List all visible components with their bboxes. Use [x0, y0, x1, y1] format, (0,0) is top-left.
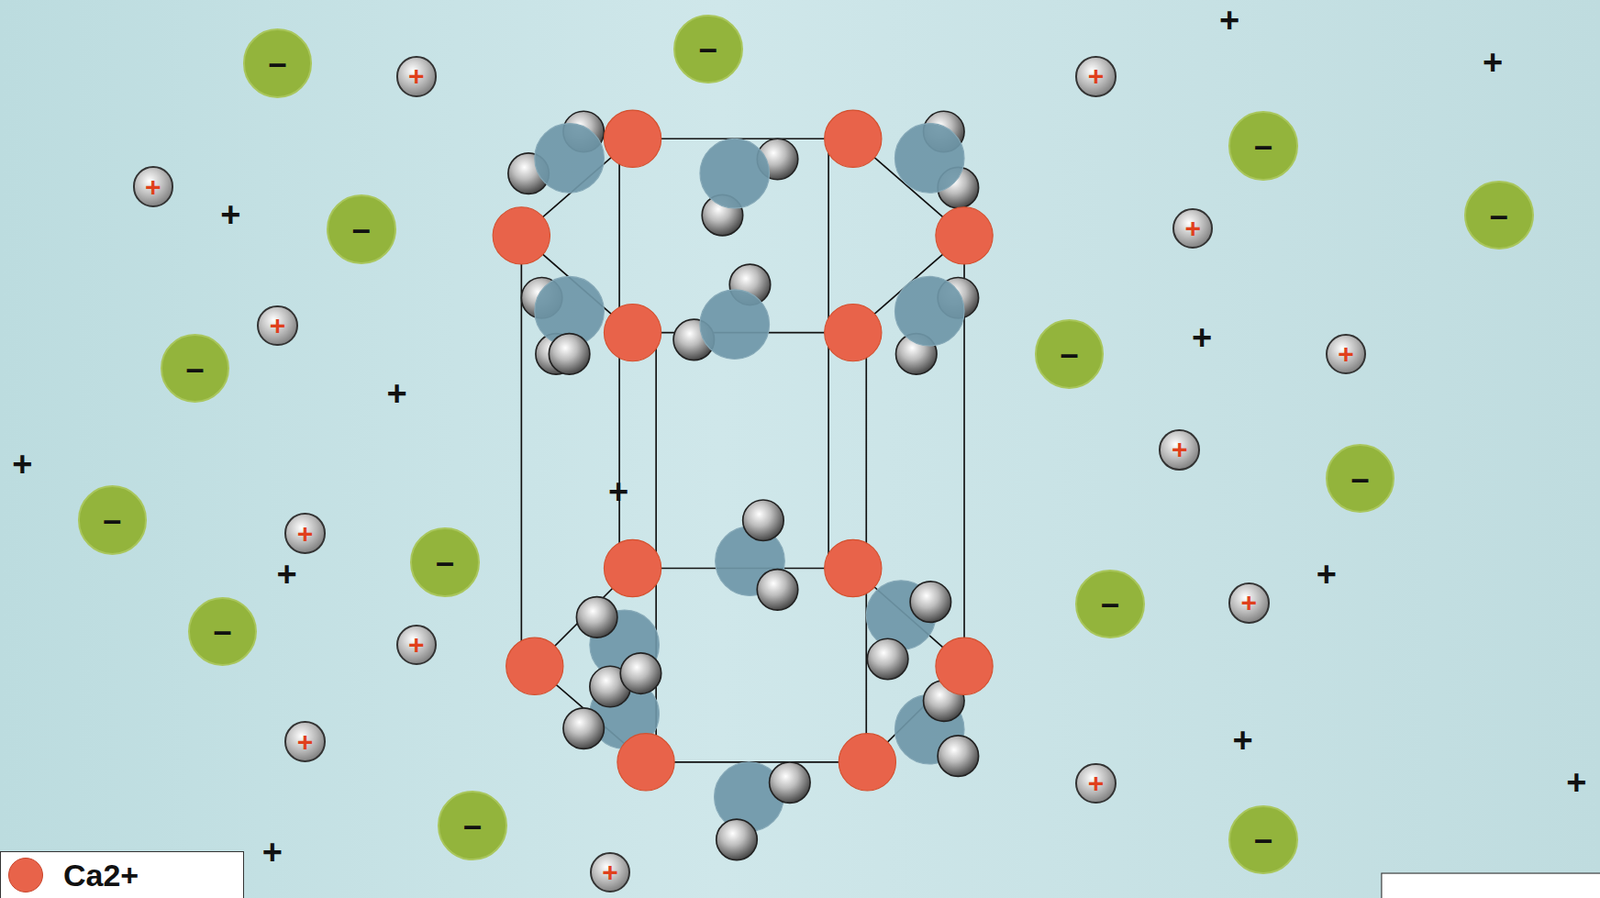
cation-circle: +: [1158, 429, 1200, 470]
calcium-atom: [603, 539, 661, 597]
cation-circle: +: [396, 55, 437, 97]
plus-sign: +: [297, 728, 314, 756]
cation-circle: +: [256, 305, 298, 346]
plus-sign: +: [144, 173, 162, 201]
hydrogen-atom: [563, 708, 604, 749]
charge-sign: +: [1191, 320, 1212, 356]
anion-circle: –: [1228, 111, 1299, 181]
plus-sign: +: [408, 62, 425, 90]
cation-circle: +: [284, 721, 325, 762]
plus-sign: +: [1088, 62, 1105, 90]
plus-sign: +: [601, 858, 619, 887]
calcium-atom: [617, 733, 675, 791]
hydrogen-atom: [716, 819, 757, 860]
plus-sign: +: [408, 631, 425, 659]
calcium-atom: [935, 637, 993, 695]
anion-circle: –: [1325, 444, 1396, 514]
minus-sign: –: [435, 545, 455, 579]
legend-swatch: [8, 857, 44, 893]
minus-sign: –: [1254, 129, 1273, 163]
hydrogen-atom: [937, 735, 978, 777]
cation-circle: +: [1172, 208, 1213, 249]
charge-sign: +: [1566, 765, 1587, 800]
lattice-lines: [521, 138, 965, 763]
hydrogen-atom: [743, 500, 784, 541]
calcium-atom: [506, 637, 564, 695]
charge-sign: +: [387, 376, 408, 412]
minus-sign: –: [1254, 822, 1273, 856]
minus-sign: –: [268, 46, 288, 80]
minus-sign: –: [1489, 199, 1509, 233]
minus-sign: –: [699, 32, 718, 66]
minus-sign: –: [1100, 587, 1120, 621]
oxygen-atom: [894, 276, 965, 346]
hydrogen-atom: [576, 597, 617, 638]
cation-circle: +: [133, 166, 174, 207]
plus-sign: +: [1241, 588, 1258, 617]
anion-circle: –: [1034, 319, 1105, 389]
charge-sign: +: [220, 197, 241, 233]
calcium-atom: [935, 207, 993, 265]
anion-circle: –: [437, 790, 508, 861]
cation-circle: +: [1228, 582, 1269, 623]
plus-sign: +: [1088, 769, 1105, 798]
charge-sign: +: [11, 446, 33, 482]
anion-circle: –: [160, 333, 231, 404]
plus-sign: +: [269, 311, 287, 340]
charge-sign: +: [1219, 2, 1240, 38]
anion-circle: –: [1075, 569, 1145, 640]
anion-circle: –: [326, 194, 397, 265]
anion-circle: –: [77, 485, 148, 556]
charge-sign: +: [608, 474, 629, 510]
minus-sign: –: [1060, 337, 1079, 371]
cation-circle: +: [1075, 763, 1116, 804]
hydrogen-atom: [866, 638, 908, 679]
calcium-atom: [824, 110, 882, 167]
calcium-atom: [824, 539, 882, 597]
anion-circle: –: [1464, 180, 1534, 251]
cation-circle: +: [284, 512, 325, 554]
plus-sign: +: [297, 520, 314, 548]
anion-circle: –: [410, 527, 480, 598]
plus-sign: +: [1184, 214, 1201, 243]
charge-sign: +: [276, 556, 297, 592]
anion-circle: –: [188, 597, 258, 667]
charge-sign: +: [1316, 556, 1337, 592]
calcium-atom: [603, 303, 661, 361]
calcium-atom: [492, 207, 550, 265]
minus-sign: –: [185, 352, 204, 386]
minus-sign: –: [463, 809, 482, 843]
cation-circle: +: [1075, 55, 1116, 97]
cation-circle: +: [396, 624, 437, 666]
legend-box: [1381, 873, 1600, 898]
cation-circle: +: [1325, 333, 1367, 375]
charge-sign: +: [1233, 722, 1254, 758]
calcium-atom: [824, 303, 882, 361]
oxygen-atom: [894, 123, 965, 194]
charge-sign: +: [262, 834, 283, 870]
cation-circle: +: [589, 852, 631, 893]
anion-circle: –: [1228, 805, 1299, 876]
minus-sign: –: [212, 614, 232, 648]
oxygen-atom: [700, 289, 770, 360]
hydrogen-atom: [548, 333, 589, 375]
minus-sign: –: [102, 503, 122, 537]
minus-sign: –: [1351, 462, 1370, 496]
anion-circle: –: [243, 28, 313, 99]
hydrogen-atom: [769, 762, 811, 803]
oxygen-atom: [534, 123, 605, 194]
plus-sign: +: [1337, 340, 1355, 368]
hydrogen-atom: [620, 653, 661, 694]
legend-text: Ca2+: [63, 857, 139, 894]
anion-circle: –: [673, 14, 744, 85]
legend: Ca2+: [0, 851, 245, 898]
hydrogen-atom: [756, 569, 798, 611]
minus-sign: –: [352, 212, 371, 246]
plus-sign: +: [1171, 435, 1189, 464]
charge-sign: +: [1482, 44, 1503, 80]
calcium-atom: [838, 733, 896, 791]
calcium-atom: [603, 110, 661, 167]
oxygen-atom: [700, 138, 770, 209]
hydrogen-atom: [910, 581, 951, 623]
